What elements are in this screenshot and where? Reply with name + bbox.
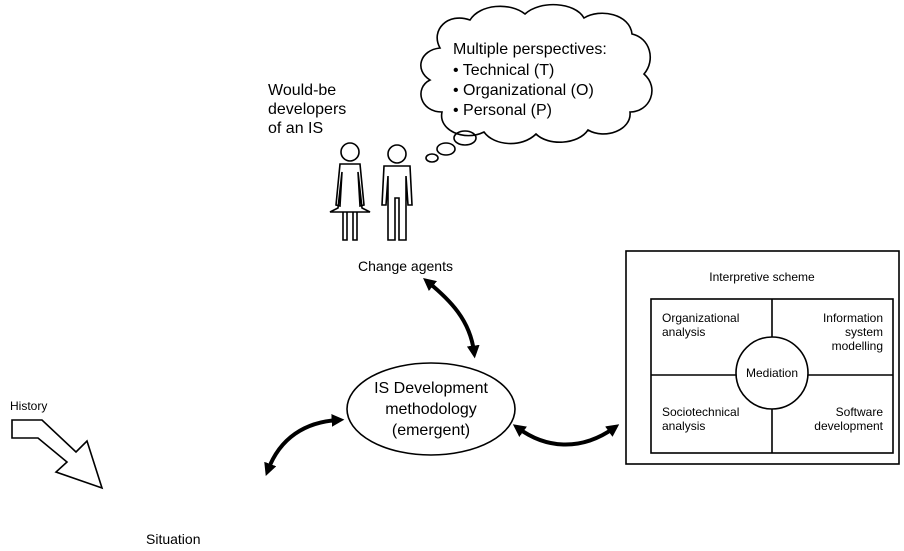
mediation-circle <box>735 336 809 410</box>
developers-label-line2: developers <box>268 101 346 118</box>
history-arrow-icon <box>11 419 104 490</box>
methodology-scheme-arrow <box>512 424 620 447</box>
perspective-organizational: • Organizational (O) <box>453 82 594 99</box>
male-figure-icon <box>381 144 413 241</box>
thought-cloud: Multiple perspectives: • Technical (T) •… <box>420 3 653 163</box>
is-modelling-line2: system <box>845 325 883 339</box>
developers-label: Would-be developers of an IS <box>268 82 346 137</box>
methodology-line2: methodology <box>385 401 477 418</box>
history-label: History <box>10 399 47 413</box>
organizational-analysis-line2: analysis <box>662 325 705 339</box>
software-development-line1: Software <box>836 405 884 419</box>
organizational-analysis-line1: Organizational <box>662 311 739 325</box>
sociotechnical-analysis-line1: Sociotechnical <box>662 405 739 419</box>
developers-label-line3: of an IS <box>268 120 323 137</box>
perspective-technical: • Technical (T) <box>453 62 554 79</box>
agents-methodology-arrow <box>423 277 480 359</box>
interpretive-scheme-title: Interpretive scheme <box>709 270 815 284</box>
sociotechnical-analysis-line2: analysis <box>662 419 705 433</box>
interpretive-scheme-box: Interpretive scheme Mediation Organizati… <box>625 250 900 465</box>
change-agents-label: Change agents <box>358 258 453 274</box>
methodology-line3: (emergent) <box>392 422 470 439</box>
methodology-situation-arrow <box>264 414 345 476</box>
situation-label: Situation <box>146 531 200 547</box>
is-modelling-line3: modelling <box>832 339 883 353</box>
developers-label-line1: Would-be <box>268 82 336 99</box>
perspective-personal: • Personal (P) <box>453 102 552 119</box>
is-modelling-line1: Information <box>823 311 883 325</box>
female-figure-icon <box>329 142 371 241</box>
mediation-label: Mediation <box>746 366 798 380</box>
perspectives-heading: Multiple perspectives: <box>453 41 607 58</box>
methodology-line1: IS Development <box>374 380 488 397</box>
methodology-node: IS Development methodology (emergent) <box>346 362 516 456</box>
software-development-line2: development <box>814 419 883 433</box>
